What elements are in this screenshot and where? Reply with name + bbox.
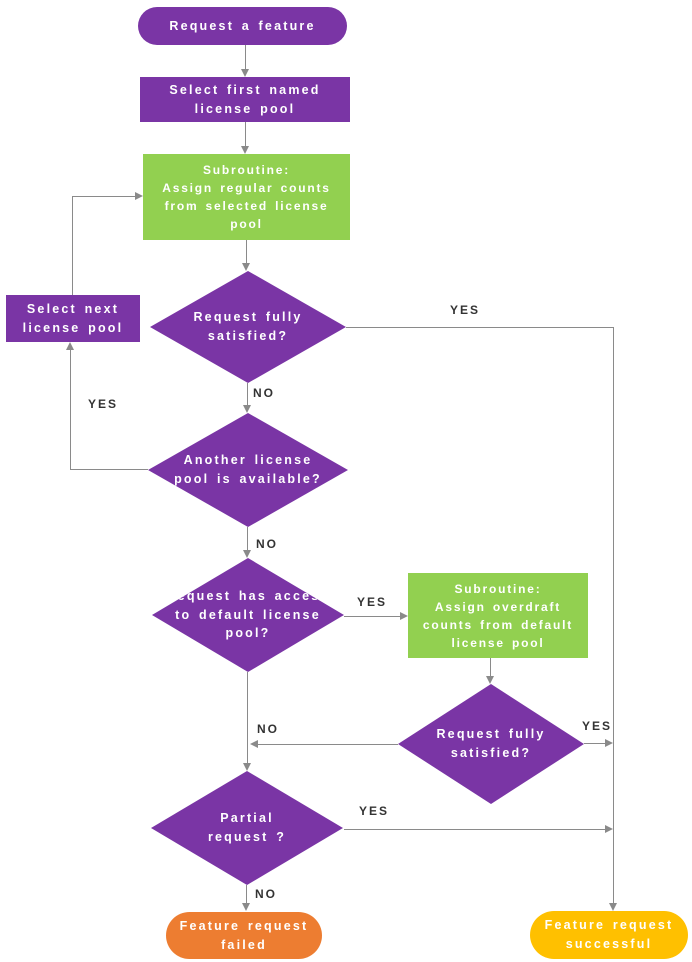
arrowhead-icon [243,405,251,413]
node-label: Another license pool is available? [174,453,322,486]
arrowhead-icon [400,612,408,620]
arrowhead-icon [135,192,143,200]
connector-start-to-select-first [245,45,246,71]
node-label: Feature request successful [544,918,674,951]
connector-sub-overdraft-to-d4 [490,658,491,677]
decision-request-has-access-to-default-pool: Request has access to default license po… [152,558,344,672]
connector-d3-no-down [247,672,248,764]
connector-d5-yes-horizontal [344,829,606,830]
arrowhead-icon [241,146,249,154]
node-feature-request-failed: Feature request failed [166,912,322,959]
node-label: Feature request failed [179,918,309,952]
connector-d2-no-down [247,527,248,552]
edge-label-d4-yes: YES [582,719,613,733]
decision-request-fully-satisfied-1: Request fully satisfied? [150,271,346,383]
decision-another-license-pool-available: Another license pool is available? [148,413,348,527]
connector-d2-yes-horizontal [70,469,148,470]
node-label: Request fully satisfied? [193,310,303,343]
edge-label-d5-no: NO [255,887,277,901]
arrowhead-icon [242,903,250,911]
connector-d2-yes-vertical [70,350,71,470]
node-select-first-named-license-pool: Select first named license pool [140,77,350,122]
edge-label-d1-yes: YES [450,303,481,317]
node-select-next-license-pool: Select next license pool [6,295,140,342]
node-label: Select next license pool [22,301,124,335]
node-label: Request fully satisfied? [436,727,546,760]
arrowhead-icon [243,550,251,558]
node-start-request-a-feature: Request a feature [138,7,347,45]
connector-sub-regular-to-d1 [246,240,247,265]
arrowhead-icon [243,763,251,771]
node-label: Request has access to default license po… [166,588,330,641]
node-label: Subroutine: Assign overdraft counts from… [422,581,574,650]
node-subroutine-assign-overdraft-counts: Subroutine: Assign overdraft counts from… [408,573,588,658]
connector-d5-no-down [246,885,247,904]
node-feature-request-successful: Feature request successful [530,911,688,959]
arrowhead-icon [66,342,74,350]
connector-select-next-to-sub-regular [72,196,135,197]
decision-partial-request: Partial request ? [151,771,343,885]
node-label: Subroutine: Assign regular counts from s… [162,163,331,231]
connector-right-rail [613,327,614,903]
connector-d3-yes-horizontal [344,616,400,617]
node-label: Partial request ? [207,811,287,844]
connector-d4-no-horizontal [258,744,398,745]
connector-select-first-to-sub-regular [245,122,246,148]
edge-label-d3-yes: YES [357,595,388,609]
arrowhead-icon [250,740,258,748]
connector-d4-yes-horizontal [584,743,606,744]
arrowhead-icon [486,676,494,684]
arrowhead-icon [605,825,613,833]
connector-select-next-up [72,196,73,295]
decision-request-fully-satisfied-2: Request fully satisfied? [398,684,584,804]
connector-d1-yes-horizontal [346,327,613,328]
arrowhead-icon [241,69,249,77]
edge-label-d4-no: NO [257,722,279,736]
edge-label-d2-yes: YES [88,397,119,411]
node-subroutine-assign-regular-counts: Subroutine: Assign regular counts from s… [143,154,350,240]
edge-label-d5-yes: YES [359,804,390,818]
arrowhead-icon [242,263,250,271]
edge-label-d2-no: NO [256,537,278,551]
connector-d1-no-down [247,383,248,407]
node-label: Request a feature [169,18,316,33]
edge-label-d1-no: NO [253,386,275,400]
node-label: Select first named license pool [169,82,321,116]
arrowhead-icon [605,739,613,747]
arrowhead-icon [609,903,617,911]
